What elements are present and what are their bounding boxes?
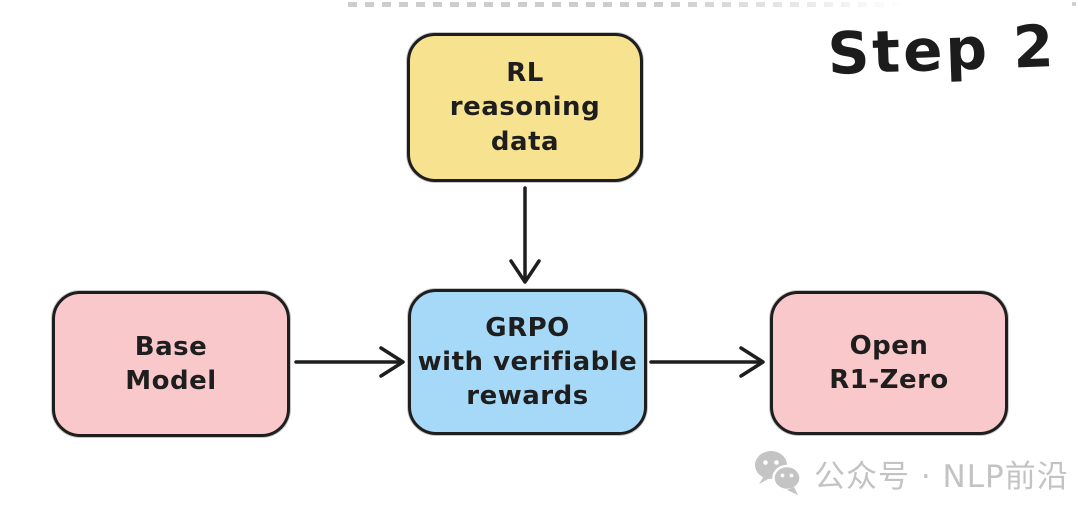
corner-artifact-dot bbox=[1072, 2, 1076, 6]
top-dashed-line bbox=[348, 2, 923, 7]
node-grpo-verifiable-rewards: GRPO with verifiable rewards bbox=[408, 289, 647, 435]
node-label-line: with verifiable bbox=[417, 346, 638, 377]
node-label-line: rewards bbox=[466, 381, 589, 412]
node-label-line: reasoning bbox=[449, 92, 601, 123]
watermark-text: 公众号 · NLP前沿 bbox=[814, 458, 1069, 495]
node-label-line: Open bbox=[849, 330, 929, 361]
node-label-line: GRPO bbox=[485, 312, 570, 343]
arrow-grpo-to-r1zero bbox=[649, 346, 765, 378]
step-label: Step 2 bbox=[826, 12, 1058, 88]
node-base-model: Base Model bbox=[52, 291, 290, 437]
node-label-line: Model bbox=[125, 366, 217, 396]
arrow-base-to-grpo bbox=[294, 346, 405, 378]
watermark: 公众号 · NLP前沿 bbox=[754, 450, 1069, 496]
node-label-line: Base bbox=[134, 331, 208, 362]
wechat-icon bbox=[755, 451, 802, 495]
node-label-line: R1-Zero bbox=[829, 365, 949, 395]
node-open-r1-zero: Open R1-Zero bbox=[770, 291, 1008, 435]
node-label-line: RL bbox=[506, 58, 544, 89]
node-rl-reasoning-data: RL reasoning data bbox=[407, 33, 643, 182]
node-label-line: data bbox=[490, 126, 560, 157]
arrow-rl-to-grpo bbox=[509, 186, 541, 284]
